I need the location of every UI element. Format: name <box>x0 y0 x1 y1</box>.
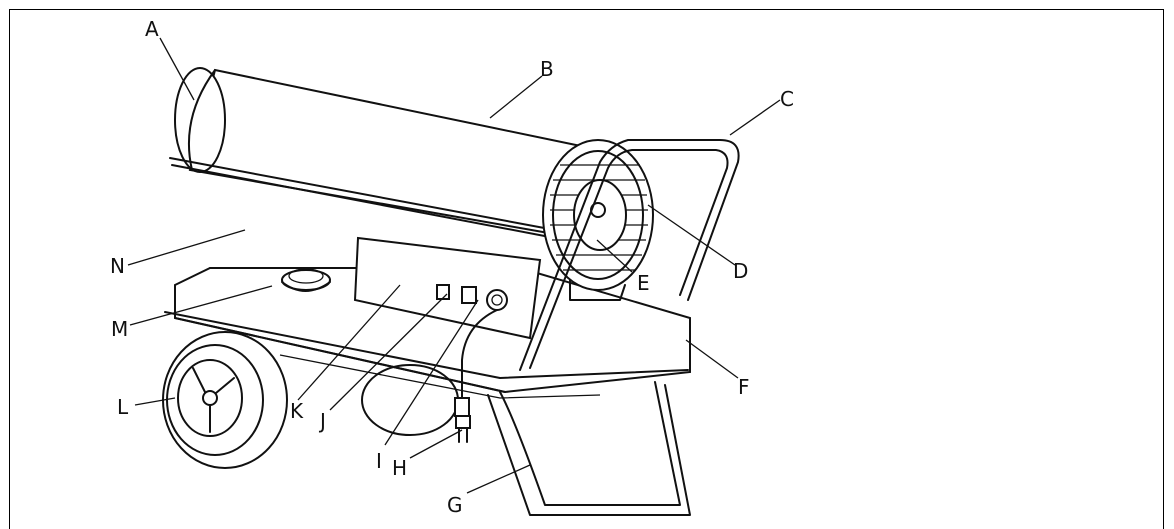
handle-frame <box>519 139 740 371</box>
label-b: B <box>540 57 554 81</box>
front-wheel <box>162 331 288 469</box>
label-e: E <box>637 271 650 295</box>
label-l: L <box>117 395 129 419</box>
cylinder-shell <box>169 67 602 239</box>
label-i: I <box>376 449 382 473</box>
label-k: K <box>290 399 304 423</box>
power-cord <box>454 309 498 443</box>
label-f: F <box>738 375 750 399</box>
label-h: H <box>392 456 407 480</box>
rear-wheel <box>361 364 459 436</box>
fuel-cap <box>281 268 331 292</box>
label-m: M <box>111 317 128 341</box>
leader-lines <box>127 37 781 494</box>
label-n: N <box>110 254 125 278</box>
label-a: A <box>145 17 159 41</box>
label-j: J <box>318 409 326 433</box>
callout-labels: A B C D E F G H I J K L M N <box>110 17 794 517</box>
label-c: C <box>780 87 794 111</box>
label-g: G <box>447 493 463 517</box>
label-d: D <box>733 259 748 283</box>
lower-frame <box>487 381 691 516</box>
